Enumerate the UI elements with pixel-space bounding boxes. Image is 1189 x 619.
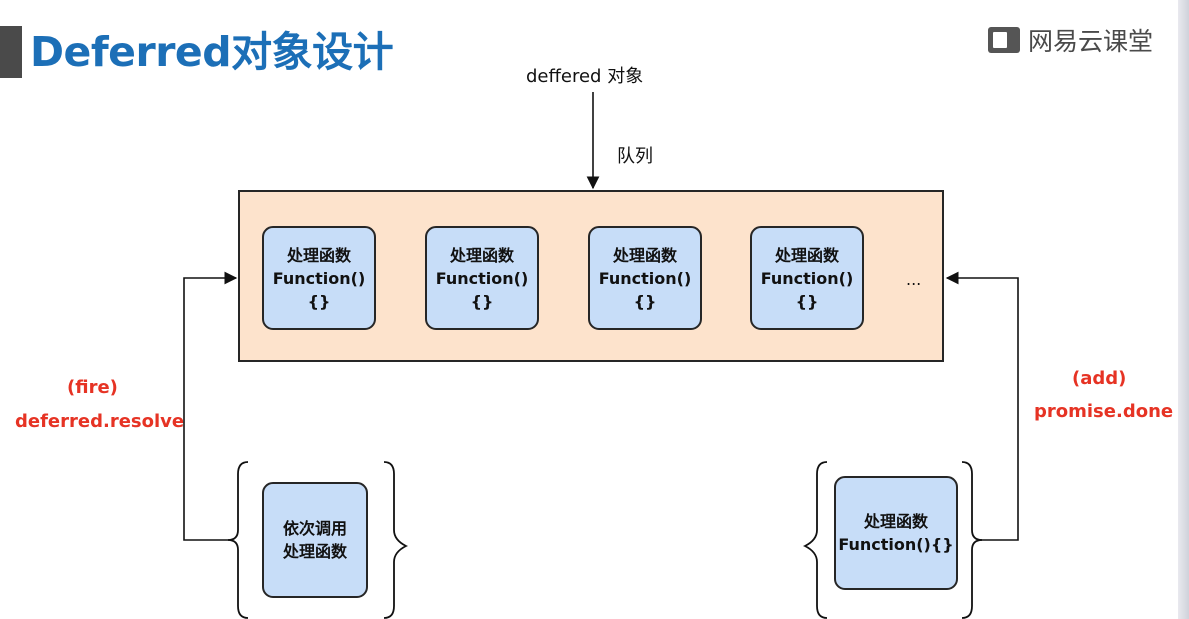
page-title: Deferred对象设计 — [30, 28, 394, 76]
left-open-brace — [227, 461, 249, 619]
add-label: (add) — [1072, 368, 1127, 389]
title-accent-bar — [0, 26, 22, 78]
queue-function-box: 处理函数 Function() {} — [750, 226, 864, 330]
add-handler-line2: Function(){} — [838, 535, 954, 554]
queue-function-title: 处理函数 — [449, 245, 514, 265]
left-close-brace — [383, 461, 409, 619]
deferred-resolve-label: deferred.resolve — [15, 411, 185, 432]
queue-function-title: 处理函数 — [286, 245, 351, 265]
queue-function-body: {} — [633, 291, 657, 311]
queue-function-name: Function() — [435, 268, 529, 288]
queue-function-name: Function() — [272, 268, 366, 288]
fire-connector — [183, 271, 238, 541]
fire-label: (fire) — [67, 377, 118, 398]
add-handler-line1: 处理函数 — [863, 512, 928, 531]
invoke-handlers-box: 依次调用 处理函数 — [262, 482, 368, 598]
invoke-handlers-line2: 处理函数 — [282, 542, 347, 561]
right-open-brace — [802, 461, 828, 619]
queue-function-body: {} — [795, 291, 819, 311]
queue-function-title: 处理函数 — [774, 245, 839, 265]
logo-text: 网易云课堂 — [1028, 27, 1154, 56]
queue-function-body: {} — [470, 291, 494, 311]
queue-function-name: Function() — [598, 268, 692, 288]
right-close-brace — [961, 461, 983, 619]
queue-function-name: Function() — [760, 268, 854, 288]
invoke-handlers-line1: 依次调用 — [282, 519, 347, 538]
queue-function-box: 处理函数 Function() {} — [588, 226, 702, 330]
logo: 网易云课堂 — [988, 22, 1153, 58]
window-edge — [1178, 0, 1189, 619]
queue-label: 队列 — [617, 146, 653, 167]
queue-function-title: 处理函数 — [612, 245, 677, 265]
queue-ellipsis: ... — [906, 270, 922, 289]
queue-function-box: 处理函数 Function() {} — [425, 226, 539, 330]
add-connector — [945, 271, 1019, 541]
queue-function-box: 处理函数 Function() {} — [262, 226, 376, 330]
deferred-object-label: deffered 对象 — [526, 66, 644, 87]
queue-function-body: {} — [307, 291, 331, 311]
netease-logo-icon — [988, 27, 1020, 53]
promise-done-label: promise.done — [1034, 401, 1174, 422]
add-handler-box: 处理函数 Function(){} — [834, 476, 958, 590]
